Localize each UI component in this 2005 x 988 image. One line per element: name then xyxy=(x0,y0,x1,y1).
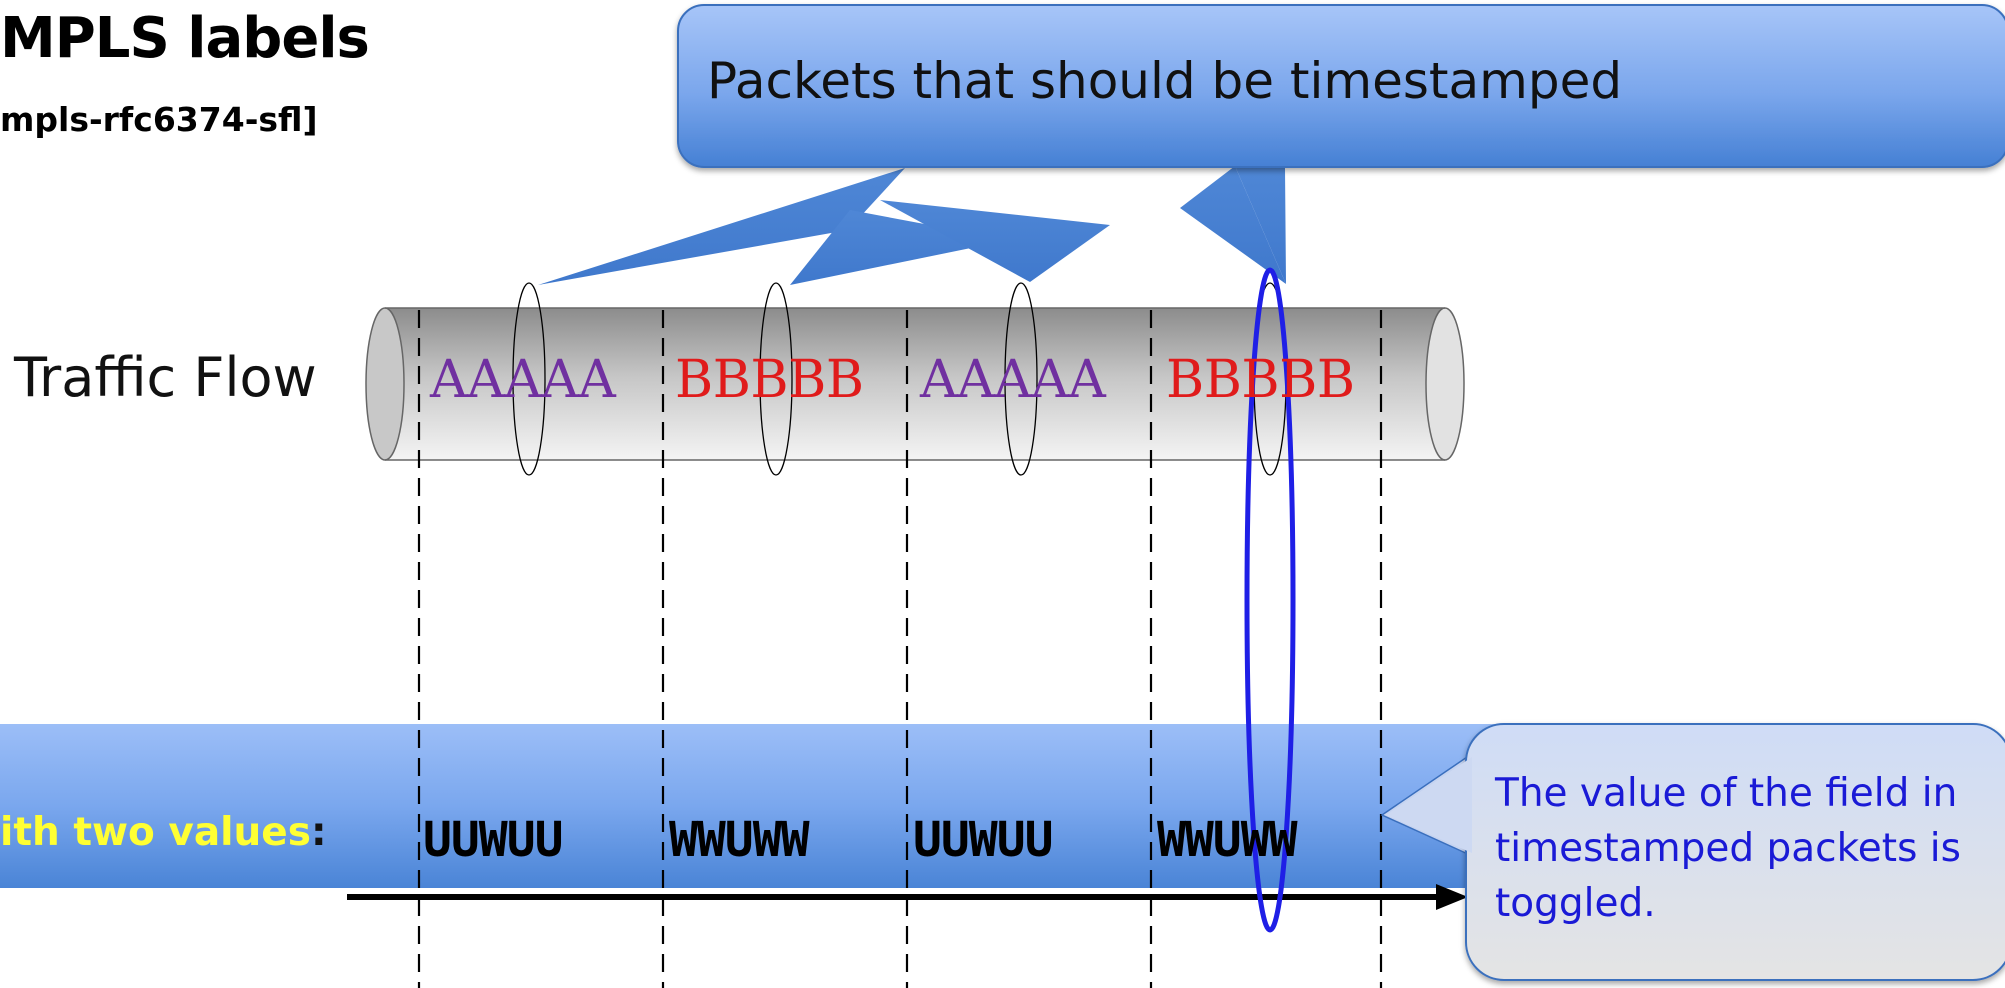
callout-pointer-2 xyxy=(790,210,1010,285)
timestamp-marker-2 xyxy=(759,282,793,476)
band-label: ith two values: xyxy=(0,810,327,855)
note-box xyxy=(1465,723,2005,981)
packet-label-2: BBBBB xyxy=(675,350,864,410)
packet-label-4: BBBBB xyxy=(1166,350,1355,410)
callout-top-box xyxy=(677,4,2005,168)
highlight-ellipse xyxy=(1244,267,1296,933)
field-value-1: UUWUU xyxy=(423,812,563,868)
traffic-flow-label: Traffic Flow xyxy=(14,346,317,409)
packet-label-3: AAAAA xyxy=(920,350,1106,410)
field-value-2: WWUWW xyxy=(669,812,809,868)
packet-label-1: AAAAA xyxy=(430,350,616,410)
packet-separators xyxy=(417,310,1383,988)
page-subtitle: mpls-rfc6374-sfl] xyxy=(0,100,318,139)
field-value-3: UUWUU xyxy=(913,812,1053,868)
timestamp-marker-3 xyxy=(1004,282,1038,476)
traffic-pipe xyxy=(365,307,1465,461)
callout-top-text: Packets that should be timestamped xyxy=(707,52,1623,110)
timestamp-marker-1 xyxy=(512,282,546,476)
page-title: MPLS labels xyxy=(0,6,370,71)
callout-pointers xyxy=(538,166,1286,285)
callout-pointer-3 xyxy=(880,200,1110,282)
callout-pointer-4 xyxy=(1180,166,1286,284)
callout-pointer-1 xyxy=(538,168,905,285)
band-label-colon: : xyxy=(310,810,327,855)
note-text: The value of the field in timestamped pa… xyxy=(1495,771,1961,926)
field-value-4: WWUWW xyxy=(1157,812,1297,868)
band-label-text: ith two values xyxy=(0,810,311,855)
